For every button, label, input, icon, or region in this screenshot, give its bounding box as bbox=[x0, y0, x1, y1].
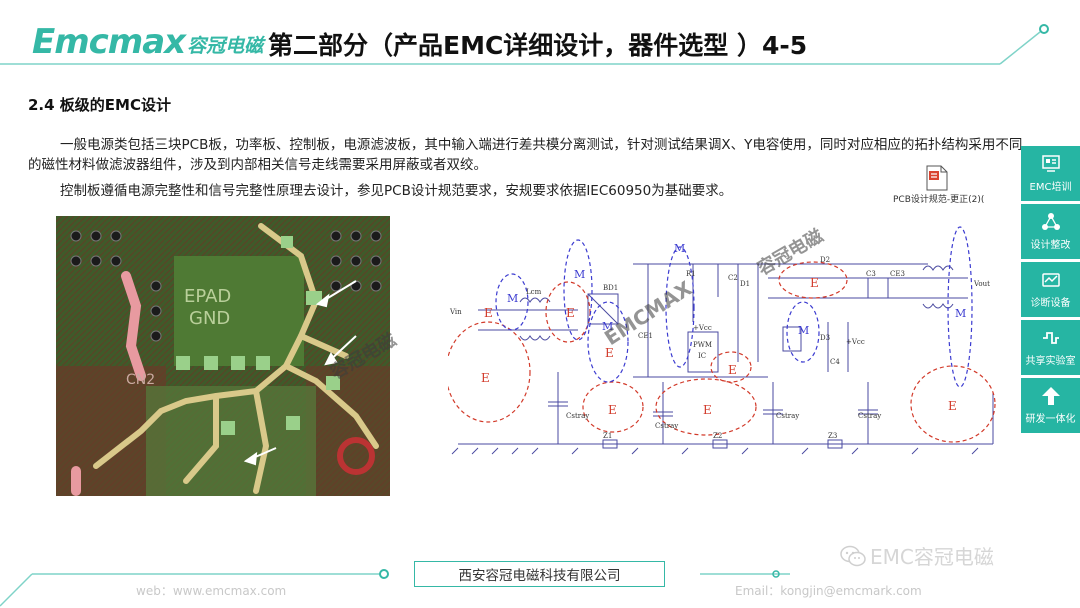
c2-label: C2 bbox=[728, 274, 738, 282]
paragraph-control-board: 控制板遵循电源完整性和信号完整性原理去设计，参见PCB设计规范要求，安规要求依据… bbox=[60, 183, 733, 199]
footer-company-box: 西安容冠电磁科技有限公司 bbox=[414, 561, 665, 587]
training-icon bbox=[1041, 155, 1060, 172]
sidebar-label-design: 设计整改 bbox=[1030, 240, 1071, 251]
vcc-label: +Vcc bbox=[693, 324, 712, 332]
z2-label: Z2 bbox=[713, 432, 722, 440]
e-loop-label-5: E bbox=[703, 403, 712, 417]
bd1-label: BD1 bbox=[603, 284, 618, 292]
e-loop-label-1: E bbox=[481, 371, 490, 385]
footer-company-name: 西安容冠电磁科技有限公司 bbox=[458, 568, 621, 584]
sidebar-label-emc-training: EMC培训 bbox=[1029, 182, 1072, 193]
r1-label: R1 bbox=[686, 270, 696, 278]
sidebar-item-design[interactable]: 设计整改 bbox=[1021, 204, 1080, 259]
e-loop-label-3: E bbox=[566, 306, 575, 320]
cstray-label-3: Cstray bbox=[776, 412, 799, 420]
e-loop-label-7: E bbox=[728, 363, 737, 377]
sidebar-item-rnd[interactable]: 研发一体化 bbox=[1021, 378, 1080, 433]
attachment-label[interactable]: PCB设计规范-更正(2)( bbox=[893, 195, 985, 205]
wechat-icon bbox=[840, 545, 866, 566]
d1-label: D1 bbox=[740, 280, 750, 288]
logo-em-text: Emcmax bbox=[32, 22, 186, 62]
sidebar: EMC培训 设计整改 诊断设备 共享实验室 研发一体化 bbox=[1021, 146, 1080, 436]
sidebar-label-device: 诊断设备 bbox=[1030, 298, 1071, 309]
device-icon bbox=[1041, 273, 1060, 287]
wechat-account-name: EMC容冠电磁 bbox=[870, 545, 994, 569]
e-loop-label-4: E bbox=[608, 403, 617, 417]
arrow-up-icon bbox=[1041, 387, 1060, 405]
m-loop-label-1: M bbox=[507, 292, 518, 305]
m-loop-label-5: M bbox=[955, 307, 966, 320]
m-loop-label-6: M bbox=[602, 320, 613, 333]
sidebar-item-emc-training[interactable]: EMC培训 bbox=[1021, 146, 1080, 201]
z1-label: Z1 bbox=[603, 432, 612, 440]
lcm-label: Lcm bbox=[526, 288, 542, 296]
ce3-label: CE3 bbox=[890, 270, 905, 278]
d3-label: D3 bbox=[820, 334, 830, 342]
m-loop-label-4: M bbox=[798, 324, 809, 337]
e-loop-label-8: E bbox=[948, 399, 957, 413]
pwm-label: PWM bbox=[693, 341, 712, 349]
paragraph-power-pcb: 一般电源类包括三块PCB板，功率板、控制板，电源滤波板，其中输入端进行差共模分离… bbox=[28, 137, 1023, 173]
section-heading: 2.4 板级的EMC设计 bbox=[28, 96, 171, 114]
vin-label: Vin bbox=[449, 308, 462, 316]
vcc-label-2: +Vcc bbox=[846, 338, 865, 346]
pcb-gnd-label: GND bbox=[189, 308, 230, 329]
cstray-label-1: Cstray bbox=[566, 412, 589, 420]
z3-label: Z3 bbox=[828, 432, 837, 440]
footer-email[interactable]: Email：kongjin@emcmark.com bbox=[735, 584, 922, 598]
footer-website[interactable]: web：www.emcmax.com bbox=[136, 584, 287, 598]
company-logo: Emcmax 容冠电磁 bbox=[32, 22, 263, 62]
e-loop-label-2: E bbox=[484, 306, 493, 320]
design-icon bbox=[1041, 213, 1060, 230]
page-title: 第二部分（产品EMC详细设计，器件选型 ）4-5 bbox=[268, 31, 808, 60]
sidebar-label-rnd: 研发一体化 bbox=[1025, 414, 1076, 425]
pcb-net-label: CN2 bbox=[126, 372, 155, 388]
e-loop-label-6: E bbox=[810, 276, 819, 290]
sidebar-item-device[interactable]: 诊断设备 bbox=[1021, 262, 1080, 317]
pcb-layout-image: EPAD GND CN2 bbox=[56, 216, 390, 496]
cstray-label-4: Cstray bbox=[858, 412, 881, 420]
sidebar-item-lab[interactable]: 共享实验室 bbox=[1021, 320, 1080, 375]
cstray-label-2: Cstray bbox=[655, 422, 678, 430]
pcb-epad-label: EPAD bbox=[184, 286, 231, 307]
sidebar-label-lab: 共享实验室 bbox=[1025, 356, 1076, 367]
wechat-watermark: EMC容冠电磁 bbox=[840, 541, 994, 570]
emc-loop-schematic: Vin Vout +Vcc +Vcc Lcm BD1 R1 C2 D1 D2 D… bbox=[448, 226, 996, 455]
ic-label: IC bbox=[698, 352, 706, 360]
lab-icon bbox=[1042, 332, 1059, 344]
c4-label: C4 bbox=[830, 358, 840, 366]
d2-label: D2 bbox=[820, 256, 830, 264]
e-loop-label-9: E bbox=[605, 346, 614, 360]
vout-label: Vout bbox=[973, 280, 990, 288]
logo-cn-text: 容冠电磁 bbox=[187, 34, 264, 57]
c3-label: C3 bbox=[866, 270, 876, 278]
ce1-label: CE1 bbox=[638, 332, 653, 340]
pdf-file-icon[interactable] bbox=[926, 165, 948, 191]
m-loop-label-3: M bbox=[674, 242, 685, 255]
m-loop-label-2: M bbox=[574, 268, 585, 281]
